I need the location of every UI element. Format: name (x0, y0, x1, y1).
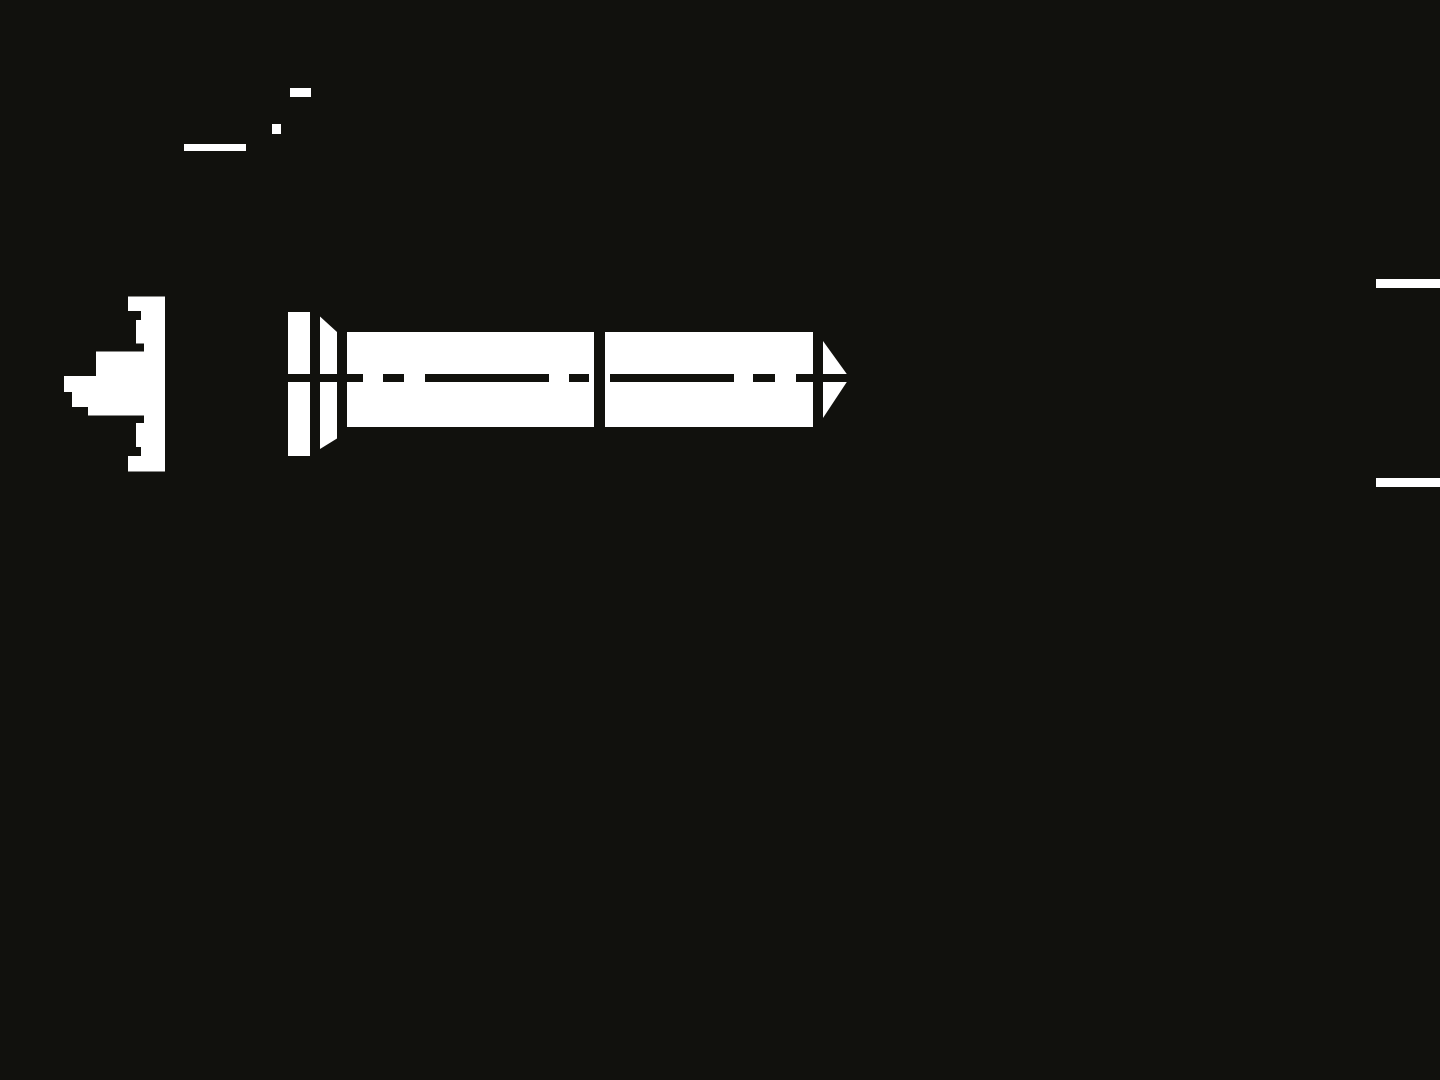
centerline-gap-5 (605, 374, 610, 382)
centerline-gap-2 (404, 374, 425, 382)
centerline-gap-7 (775, 374, 796, 382)
shank-section2-lower (605, 382, 813, 427)
leader-arrow-tip-tick (272, 124, 281, 134)
shank-section1-lower (347, 382, 594, 427)
shank-section2-upper (605, 332, 813, 374)
screw-head-lower (288, 382, 310, 456)
centerline-gap-1 (363, 374, 383, 382)
shank-section1-upper (347, 332, 594, 374)
centerline-gap-6 (734, 374, 753, 382)
length-dimension-arrow-left (64, 296, 165, 472)
countersink-cone-lower (320, 382, 337, 449)
head-leader-line (184, 144, 246, 151)
right-extension-line-top (1376, 279, 1440, 288)
head-diameter-extension-tick (290, 88, 311, 97)
screw-head-upper (288, 312, 310, 374)
countersink-cone-upper (320, 316, 337, 374)
centerline-gap-3 (549, 374, 569, 382)
tip-point-lower (823, 382, 847, 418)
centerline-gap-4 (589, 374, 594, 382)
tip-point-upper (823, 341, 847, 374)
right-extension-line-bottom (1376, 478, 1440, 487)
